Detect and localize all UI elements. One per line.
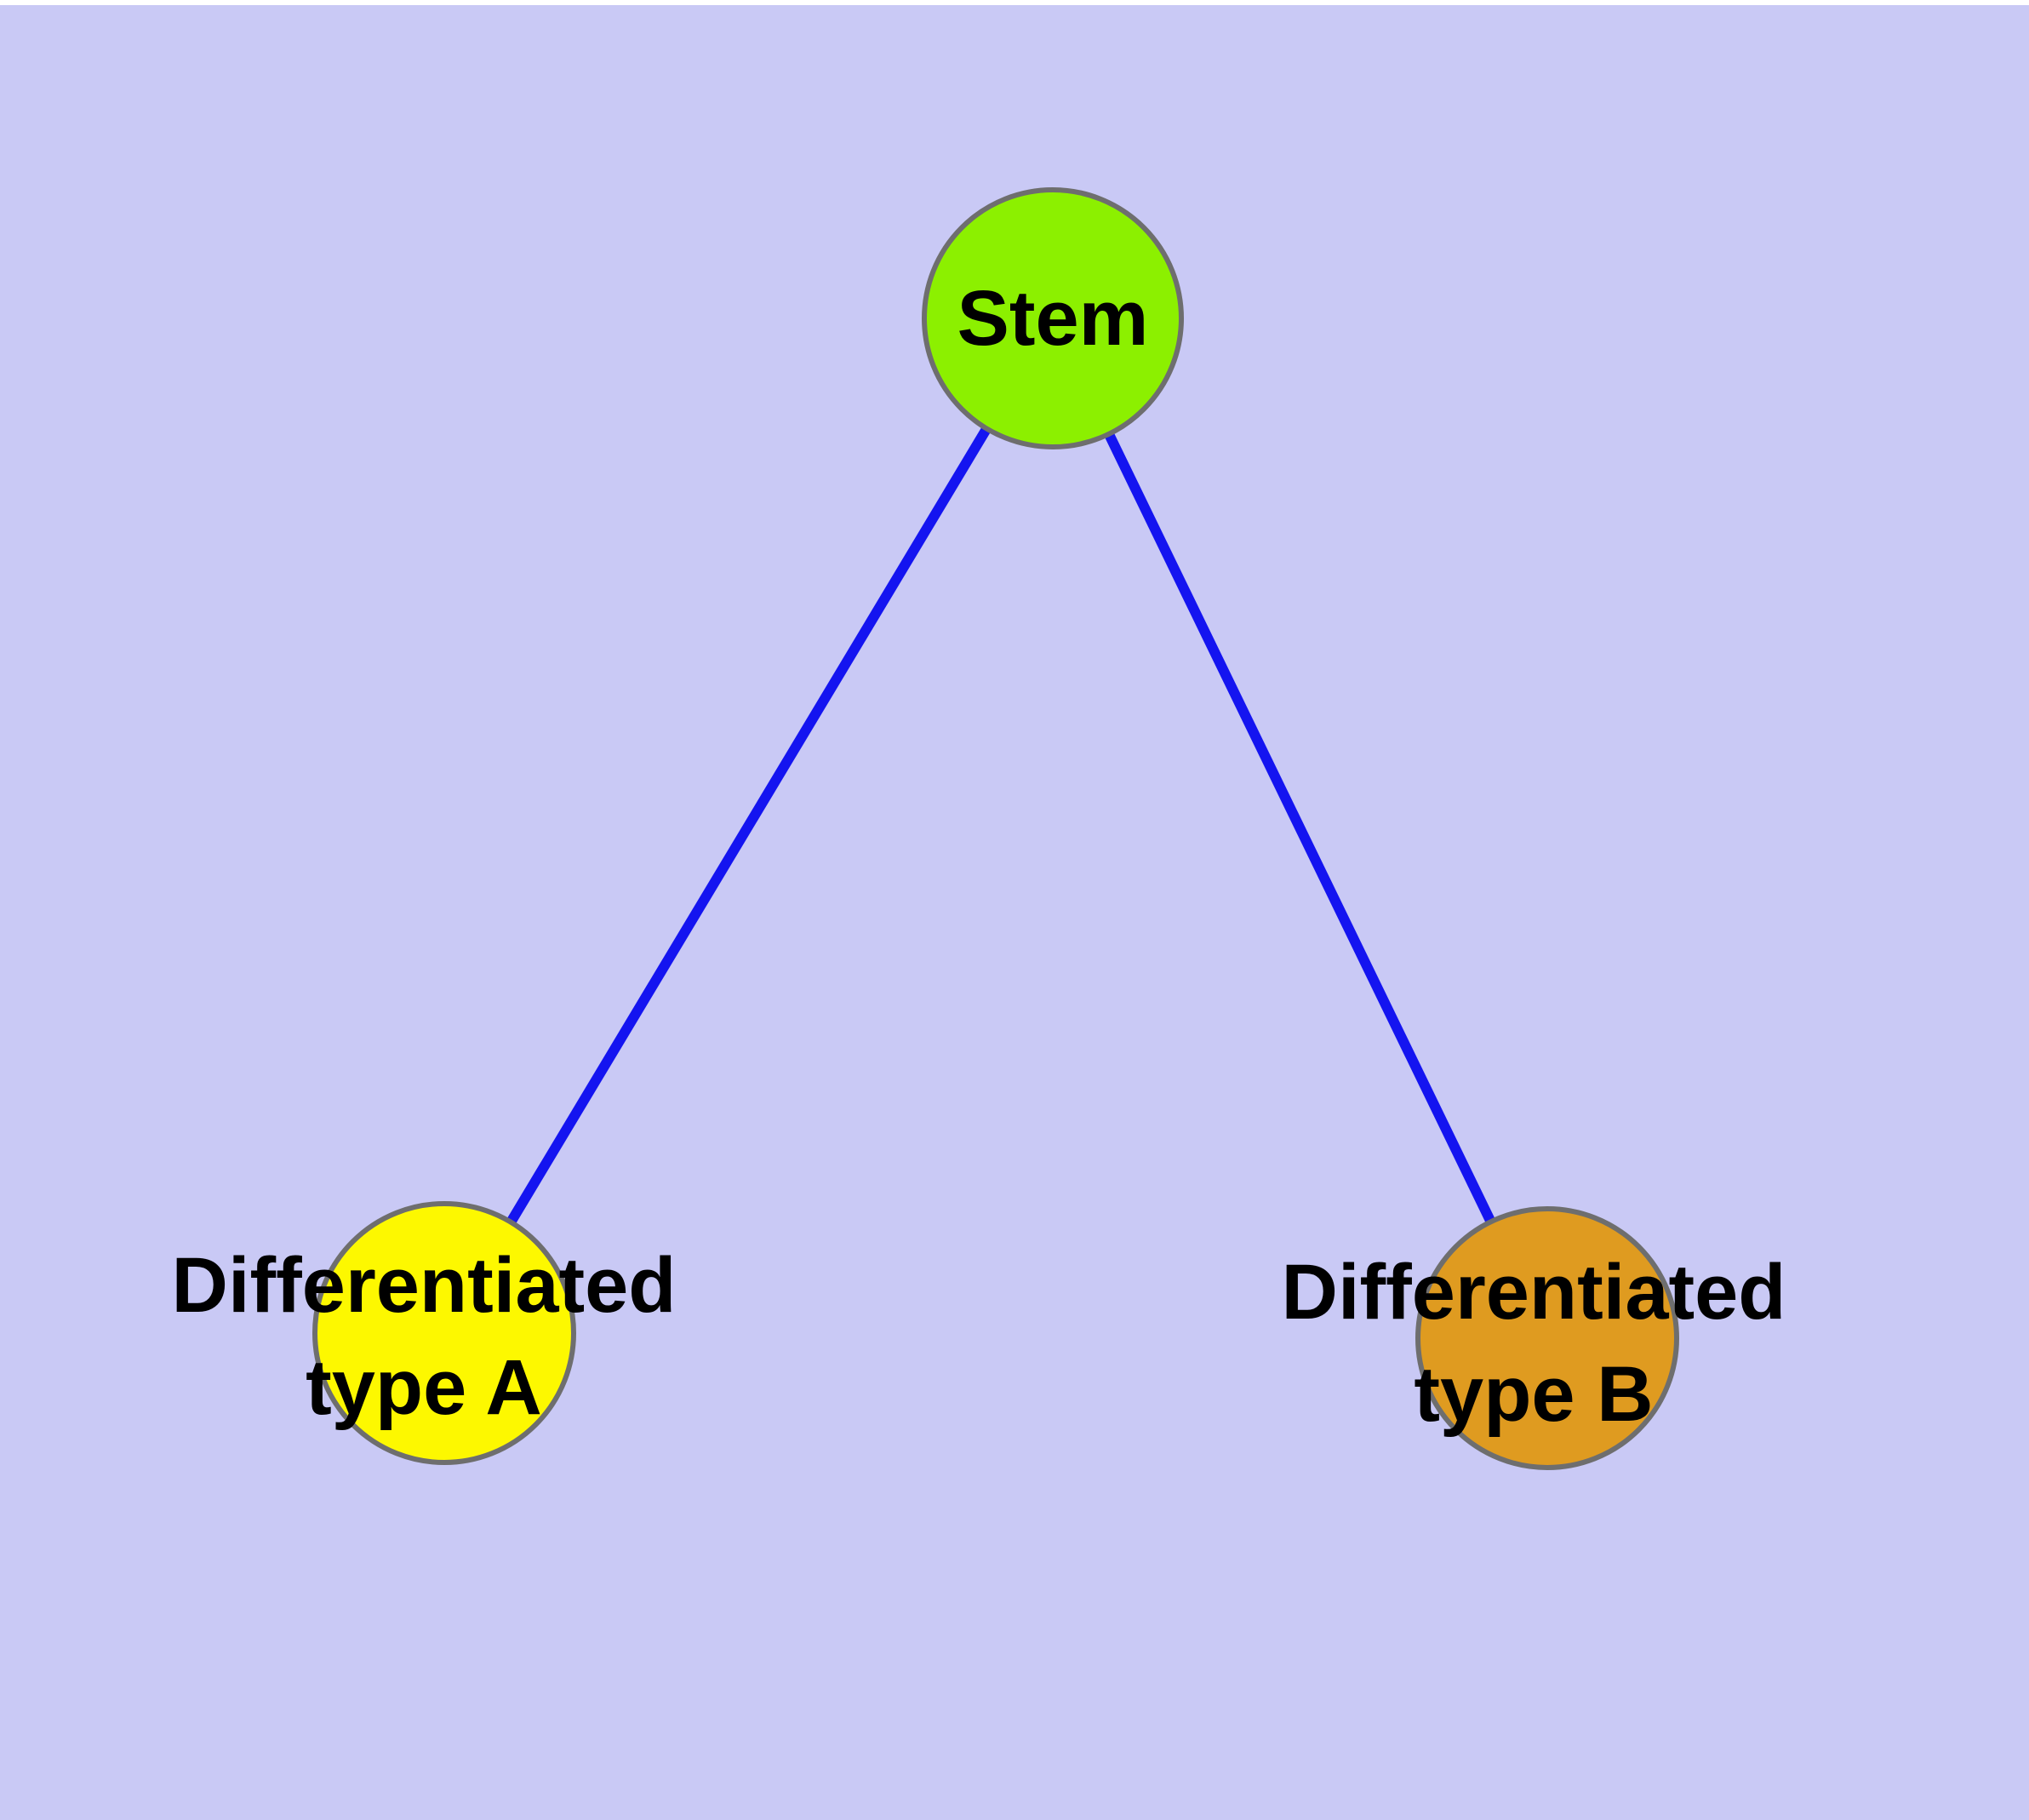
node-type-b-label: Differentiated type B (1281, 1249, 1786, 1438)
node-type-a (312, 1201, 576, 1465)
node-type-a-label: Differentiated type A (171, 1242, 677, 1431)
node-stem (922, 187, 1184, 449)
node-stem-label: Stem (957, 275, 1149, 362)
node-type-b (1415, 1206, 1679, 1470)
edge-stem-type-a (439, 315, 1058, 1336)
edge-stem-type-b (1048, 316, 1552, 1341)
